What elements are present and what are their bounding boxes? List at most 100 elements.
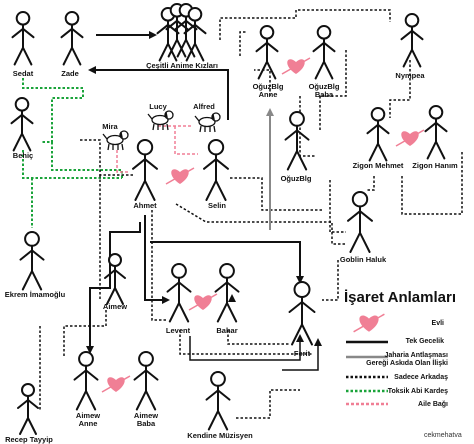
legend-sadece-label: Sadece Arkadaş bbox=[394, 374, 448, 381]
figure-aimew-anne-leg-left bbox=[75, 390, 87, 411]
link-goblin-zigon bbox=[366, 176, 375, 191]
link-kendine-ferit bbox=[236, 389, 300, 419]
heart-levent-bahar bbox=[188, 293, 218, 311]
credit-text: cekmehatva bbox=[424, 432, 462, 439]
link-goblin-ferit bbox=[322, 260, 339, 301]
figure-behic-leg-right bbox=[21, 132, 32, 152]
figure-sedat-leg-right bbox=[22, 46, 33, 66]
figure-ferit-leg-right bbox=[301, 323, 313, 346]
label-recep: Recep Tayyip bbox=[5, 435, 53, 444]
figure-oguzblg-leg-right bbox=[296, 150, 308, 171]
figure-ekrem-leg-left bbox=[21, 270, 33, 291]
legend-evli-label: Evli bbox=[431, 320, 444, 327]
figure-recep-arm-right bbox=[27, 399, 39, 409]
figure-oguz-baba bbox=[312, 25, 336, 80]
figure-sedat-arm-left bbox=[11, 27, 24, 39]
figure-alfred-body bbox=[198, 116, 216, 128]
figure-ekrem-arm-left bbox=[19, 249, 33, 261]
figure-anime-1-leg-left bbox=[158, 42, 169, 62]
figure-selin-leg-left bbox=[205, 179, 217, 201]
figure-recep-leg-right bbox=[27, 417, 37, 435]
label-bahar: Bahar bbox=[216, 326, 238, 335]
label-ahmet: Ahmet bbox=[133, 201, 157, 210]
figure-behic-arm-right bbox=[21, 113, 34, 125]
figure-oguz-baba-arm-right bbox=[323, 41, 336, 53]
figure-aimew-head bbox=[108, 253, 122, 267]
label-oguz-baba: OğuzBlg Baba bbox=[308, 82, 340, 99]
figure-mira-tail bbox=[102, 133, 108, 140]
figure-zade-head bbox=[64, 10, 80, 26]
figure-ekrem-arm-right bbox=[31, 249, 45, 261]
legend-jaharia-label: Jaharia Antlaşması Gereği Askıda Olan İl… bbox=[366, 352, 448, 367]
figure-oguzblg-head bbox=[289, 111, 305, 127]
figure-oguz-anne-arm-right bbox=[266, 41, 279, 53]
figure-anime-4-head bbox=[187, 7, 203, 22]
figure-mira-leg-4 bbox=[121, 143, 124, 151]
arrow-kendine-ferit bbox=[282, 338, 322, 371]
link-ahmet-goblin bbox=[175, 203, 346, 245]
figure-bahar-head bbox=[219, 263, 235, 279]
figure-kendine-arm-right bbox=[217, 389, 231, 401]
figure-levent-arm-left bbox=[166, 281, 180, 293]
figure-bahar bbox=[214, 263, 240, 323]
figure-zigon-hanim-arm-left bbox=[424, 121, 437, 133]
heart-oguz-parents-shape bbox=[287, 59, 305, 74]
figure-ahmet-leg-left bbox=[134, 179, 146, 201]
figure-ferit-arm-right bbox=[301, 301, 316, 313]
label-aimew-anne: Aimew Anne bbox=[75, 411, 101, 428]
figure-anime-3-leg-right bbox=[185, 38, 196, 58]
figure-anime-2-leg-left bbox=[167, 38, 178, 58]
figure-zigon-hanim-leg-right bbox=[435, 140, 446, 160]
heart-levent-bahar-shape bbox=[194, 295, 212, 310]
figure-oguzblg-leg-left bbox=[286, 150, 298, 171]
figure-oguz-anne-head bbox=[259, 25, 275, 40]
figure-anime-4-leg-left bbox=[185, 42, 196, 62]
figure-behic-arm-left bbox=[10, 113, 23, 125]
figure-sedat-arm-right bbox=[22, 27, 35, 39]
link-selin-oguzblg bbox=[230, 177, 322, 211]
figure-lucy-leg-4 bbox=[166, 123, 169, 131]
label-selin: Selin bbox=[208, 201, 226, 210]
label-lucy: Lucy bbox=[149, 102, 167, 111]
figure-levent-leg-left bbox=[168, 302, 180, 323]
figure-ahmet-arm-right bbox=[144, 158, 158, 170]
figure-ferit-head bbox=[293, 281, 311, 298]
figure-zigon-hanim-leg-left bbox=[426, 140, 437, 160]
figure-aimew-leg-right bbox=[114, 287, 124, 305]
figure-behic-head bbox=[14, 97, 30, 112]
figure-ahmet-arm-left bbox=[132, 158, 146, 170]
figure-levent-leg-right bbox=[178, 302, 190, 323]
label-oguzblg: OğuzBlg bbox=[280, 174, 312, 183]
figure-zade-arm-right bbox=[71, 27, 84, 39]
link-sedat-behic bbox=[22, 78, 84, 143]
figure-oguzblg-arm-right bbox=[296, 129, 310, 141]
figure-alfred-leg-1 bbox=[199, 125, 202, 133]
figure-bahar-arm-left bbox=[214, 281, 228, 293]
label-zade: Zade bbox=[61, 69, 79, 78]
legend-title: İşaret Anlamları bbox=[344, 289, 456, 306]
figure-oguz-anne bbox=[255, 25, 279, 80]
label-anime: Çeşitli Anime Kızları bbox=[146, 61, 218, 70]
figure-goblin bbox=[347, 191, 373, 253]
figure-lucy-ear bbox=[164, 111, 168, 119]
figure-bahar-leg-left bbox=[216, 302, 228, 323]
link-toksik-ahmet bbox=[22, 150, 122, 179]
heart-aimew-parents-shape bbox=[107, 377, 125, 392]
arrow-ahmet-levent bbox=[144, 215, 170, 304]
heart-zigon-shape bbox=[401, 131, 419, 146]
heart-oguz-parents bbox=[281, 57, 311, 75]
figure-kendine-arm-left bbox=[205, 389, 219, 401]
label-zigon-hanim: Zigon Hanım bbox=[412, 161, 458, 170]
figure-anime-1-leg-right bbox=[167, 42, 178, 62]
figure-aimew-baba-leg-left bbox=[135, 390, 147, 411]
figure-aimew-baba-leg-right bbox=[145, 390, 157, 411]
link-zigon-hanim bbox=[401, 150, 463, 215]
figure-goblin-leg-left bbox=[349, 231, 361, 253]
figure-zigon-hanim-arm-right bbox=[435, 121, 448, 133]
label-goblin: Goblin Haluk bbox=[339, 255, 387, 264]
link-oguzblg-parents bbox=[299, 96, 316, 157]
figure-anime-2-arm-left bbox=[165, 19, 178, 31]
figure-goblin-arm-left bbox=[347, 210, 361, 222]
